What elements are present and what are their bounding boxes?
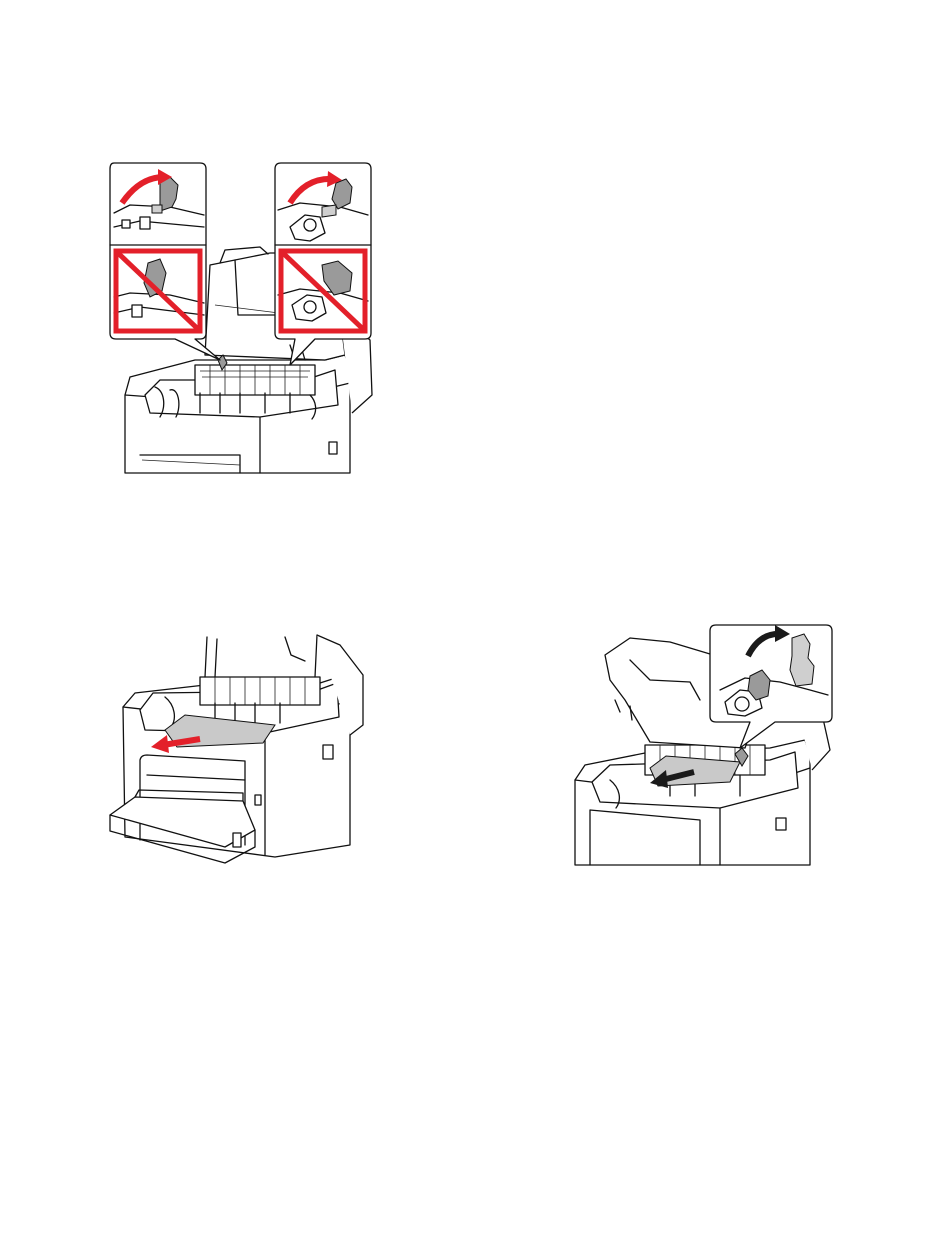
printer-illustration-icon	[570, 620, 840, 870]
printer-illustration-icon	[100, 155, 380, 480]
figure-remove-paper-front	[105, 635, 380, 870]
figure-remove-paper-fuser	[570, 620, 840, 870]
figure-open-cover-callouts	[100, 155, 380, 480]
lever-up-callout-icon	[275, 163, 371, 365]
printer-illustration-icon	[105, 635, 380, 870]
